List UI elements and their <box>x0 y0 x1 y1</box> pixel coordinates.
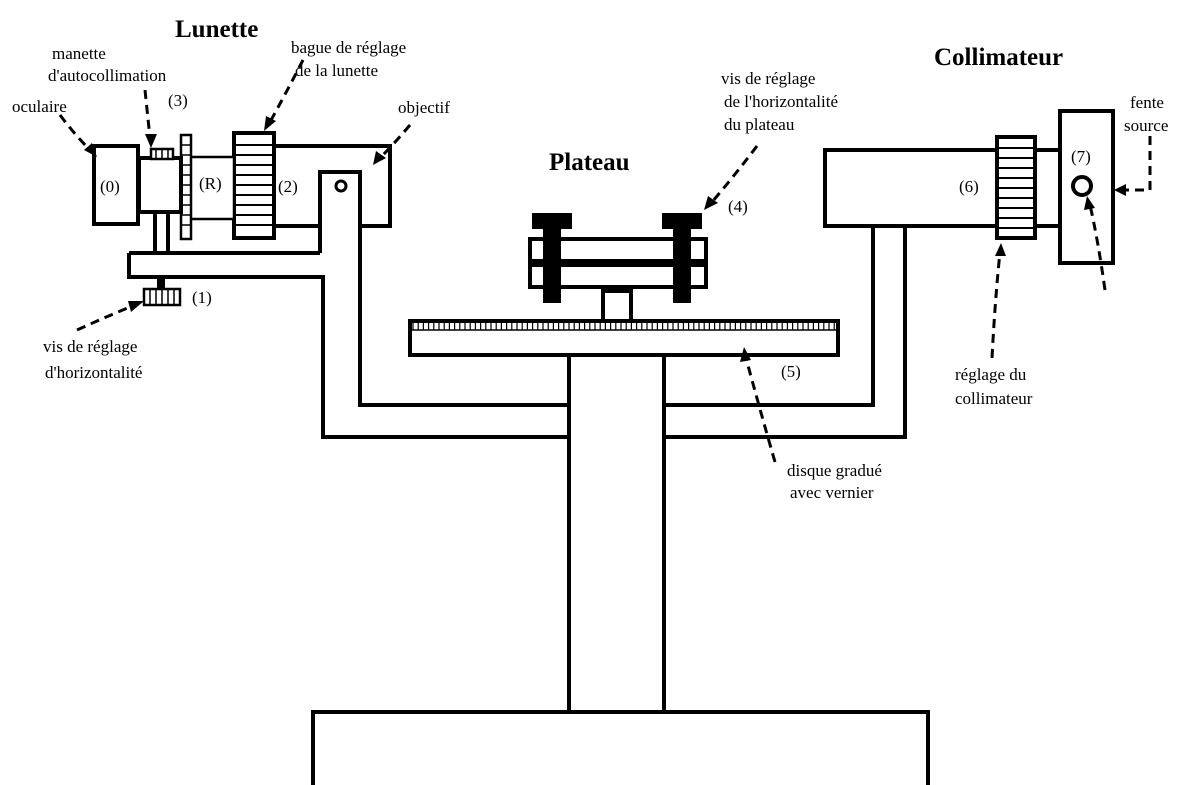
number-5: (5) <box>781 362 801 381</box>
oculaire <box>92 144 140 226</box>
base <box>311 710 930 785</box>
number-2: (2) <box>278 177 298 196</box>
plateau-plate-upper <box>528 237 708 263</box>
label-vis-plateau-1: vis de réglage <box>721 69 815 88</box>
label-reglage-collimateur-2: collimateur <box>955 389 1033 408</box>
number-4: (4) <box>728 197 748 216</box>
pivot-icon <box>334 179 348 193</box>
label-manette-2: d'autocollimation <box>48 66 167 85</box>
title-plateau: Plateau <box>549 149 630 176</box>
lunette-arm <box>127 170 569 439</box>
collimateur-neck <box>1033 148 1062 228</box>
lunette-tube <box>275 144 392 228</box>
autocollimation-body <box>137 156 183 214</box>
arm-inner <box>358 185 569 407</box>
annotation-arrows <box>58 59 1152 463</box>
number-1: (1) <box>192 288 212 307</box>
label-vis-horizontalite-2: d'horizontalité <box>45 363 142 382</box>
label-fente-1: fente <box>1130 93 1164 112</box>
label-oculaire: oculaire <box>12 97 67 116</box>
number-6: (6) <box>959 177 979 196</box>
collimateur-arm <box>664 226 907 439</box>
label-fente-2: source <box>1124 116 1168 135</box>
bague-knurl <box>236 144 272 226</box>
plateau-screw-left-head <box>532 213 572 229</box>
collimateur-knurl <box>999 147 1033 229</box>
plateau-screw-right <box>673 227 691 303</box>
title-collimateur: Collimateur <box>934 44 1063 71</box>
label-reglage-collimateur-1: réglage du <box>955 365 1027 384</box>
label-disque-2: avec vernier <box>790 483 874 502</box>
label-vis-plateau-3: du plateau <box>724 115 795 134</box>
plateau-screw-right-head <box>662 213 702 229</box>
label-objectif: objectif <box>398 98 450 117</box>
coll-arm-inner <box>664 226 875 407</box>
base-stand <box>311 355 930 785</box>
number-R: (R) <box>199 174 222 193</box>
number-3: (3) <box>168 91 188 110</box>
arm-outer <box>127 253 569 439</box>
graduation-ticks <box>410 321 838 331</box>
collimateur <box>823 109 1115 265</box>
plateau-screw-left <box>543 227 561 303</box>
label-vis-plateau-2: de l'horizontalité <box>724 92 838 111</box>
lunette <box>92 131 392 307</box>
plateau-plate-lower <box>528 263 708 289</box>
label-bague-1: bague de réglage <box>291 38 406 57</box>
label-bague-2: de la lunette <box>295 61 378 80</box>
number-0: (0) <box>100 177 120 196</box>
disque-gradue <box>408 319 840 357</box>
label-disque-1: disque gradué <box>787 461 882 480</box>
coll-arm-outer <box>664 226 907 439</box>
collimateur-tube <box>823 148 999 228</box>
plateau <box>408 213 840 357</box>
number-7: (7) <box>1071 147 1091 166</box>
label-vis-horizontalite-1: vis de réglage <box>43 337 137 356</box>
objectif-support <box>318 170 362 253</box>
fente-source-icon <box>1071 175 1093 197</box>
title-lunette: Lunette <box>175 16 258 43</box>
plateau-spindle <box>601 289 633 323</box>
screw-stem <box>157 277 165 289</box>
label-manette-1: manette <box>52 44 106 63</box>
